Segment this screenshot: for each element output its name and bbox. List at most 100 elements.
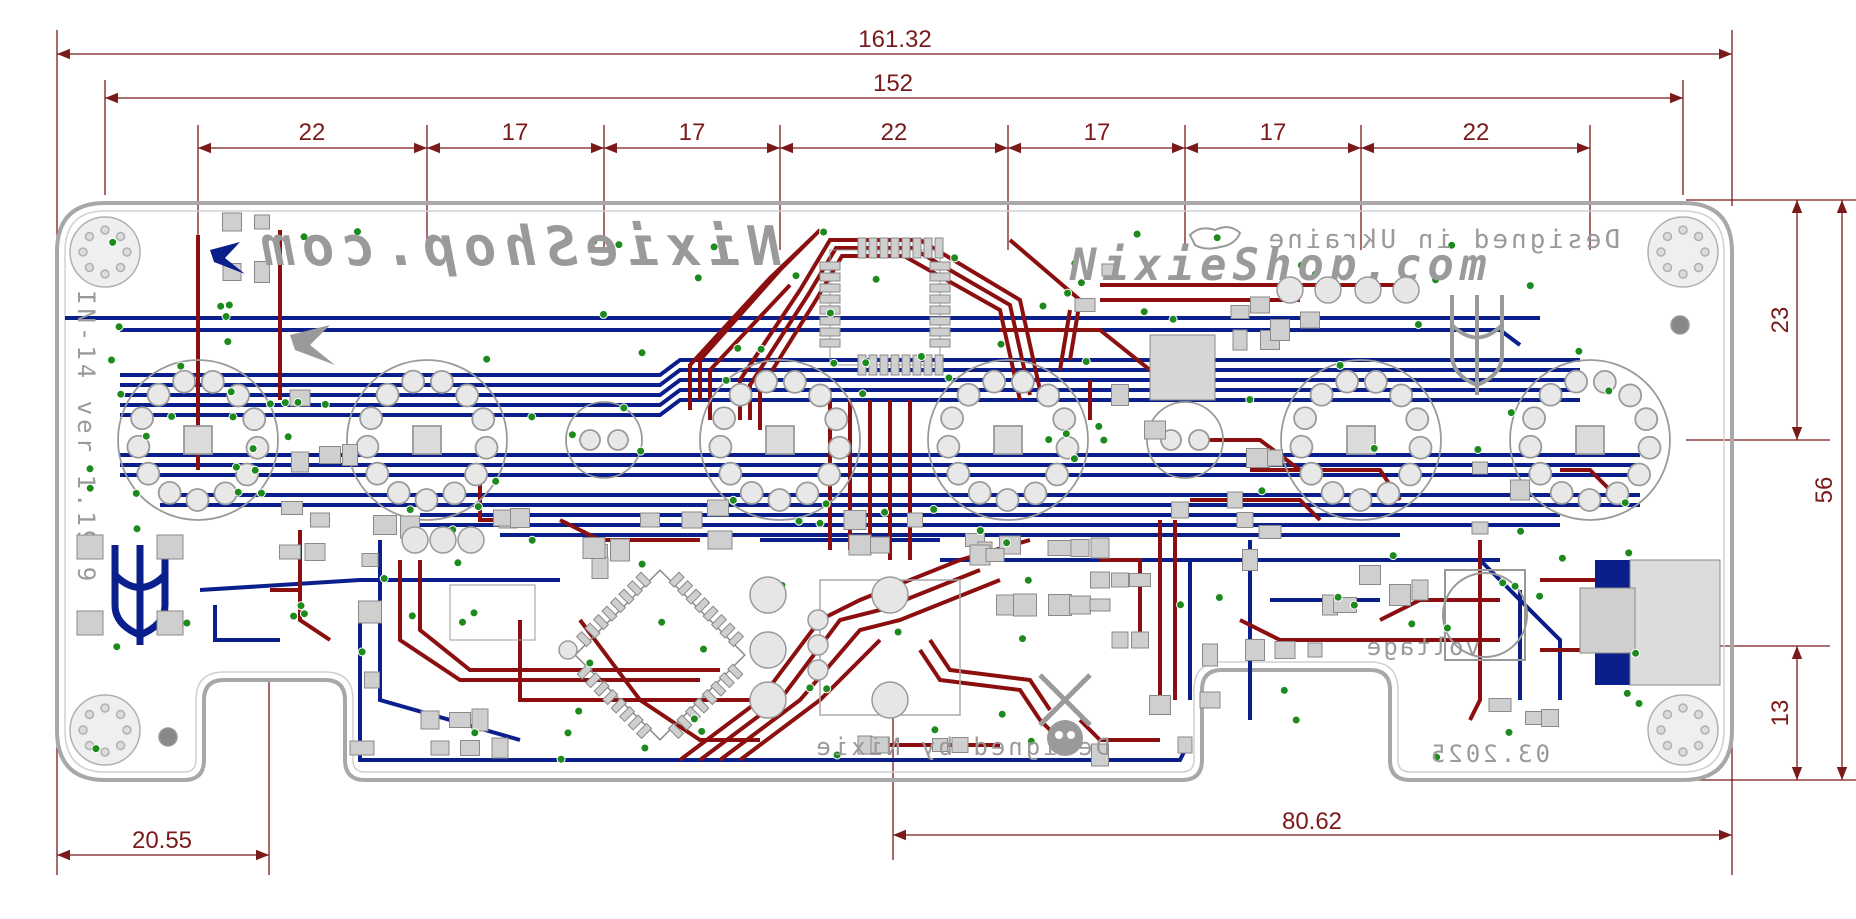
ic-pin — [819, 338, 841, 348]
via — [283, 432, 293, 442]
smd-pad — [1267, 449, 1283, 467]
via — [167, 412, 177, 421]
via — [1310, 269, 1320, 279]
ic-pin — [584, 622, 601, 639]
via — [1498, 578, 1508, 588]
ukraine-map-icon — [1188, 226, 1242, 250]
top-copper-traces — [196, 228, 1620, 762]
smd-pad — [1472, 461, 1488, 475]
via — [614, 240, 624, 250]
hole-via — [1678, 269, 1688, 279]
via — [1081, 357, 1091, 366]
via — [721, 375, 731, 385]
nixie-tube-icon — [927, 359, 1089, 521]
ic-pin — [934, 237, 944, 259]
ic-pin — [901, 237, 911, 259]
tube-pin — [185, 488, 210, 512]
smd-pad — [1250, 296, 1270, 314]
smd-pad — [1101, 263, 1119, 277]
board-outline — [55, 201, 1734, 782]
via — [1069, 454, 1079, 464]
tube-pin — [607, 429, 629, 451]
hole-via — [84, 262, 95, 273]
ic-pin — [819, 327, 841, 337]
hole-via — [115, 709, 126, 720]
via — [1388, 551, 1398, 561]
via — [1257, 486, 1267, 496]
hole-via — [100, 703, 110, 713]
hole-via — [1662, 262, 1673, 273]
tube-pin — [824, 407, 849, 432]
via — [182, 618, 192, 628]
ic-pin — [929, 316, 951, 326]
nixie-tube-icon — [346, 359, 508, 521]
tube-pin — [718, 461, 743, 486]
ic-pin — [592, 613, 610, 631]
smd-pad — [1090, 571, 1110, 589]
smd-pad — [1227, 491, 1243, 509]
smd-pad — [1488, 698, 1512, 712]
ic-pin — [857, 237, 867, 259]
tube-pin — [940, 406, 964, 431]
tube-center-pad — [183, 425, 213, 455]
smd-pads — [222, 212, 1559, 767]
smd-pad — [1242, 549, 1258, 571]
via — [893, 627, 903, 637]
dim-upper-height: 23 — [1767, 307, 1794, 334]
mounting-holes — [69, 216, 1719, 766]
hole-via — [100, 225, 110, 235]
tube-pin — [1522, 406, 1546, 431]
hole-via — [100, 269, 110, 279]
smd-pad — [430, 740, 450, 756]
via — [930, 725, 940, 735]
via — [265, 399, 275, 409]
ic-pin — [710, 613, 728, 631]
via — [637, 348, 647, 358]
through-hole-pads — [158, 276, 1690, 747]
via — [574, 706, 584, 716]
smd-pad — [1471, 521, 1489, 535]
ic-pin — [685, 588, 702, 605]
via — [1634, 699, 1644, 708]
smd-pad — [1144, 420, 1166, 440]
via — [1212, 233, 1222, 243]
hole-via — [115, 740, 126, 751]
tube-pin — [995, 488, 1020, 512]
smd-pad — [1131, 631, 1149, 649]
via — [1176, 600, 1185, 610]
smd-pad — [1232, 329, 1248, 351]
hole-via — [84, 231, 95, 242]
smd-pad — [349, 740, 375, 756]
tube-pin — [1398, 462, 1422, 487]
smd-pad — [1359, 565, 1381, 585]
via — [112, 642, 122, 652]
hole-via — [1678, 225, 1688, 235]
tube-pin — [474, 435, 499, 460]
tube-pin — [126, 434, 151, 459]
hole-via — [1662, 740, 1673, 751]
ic-pin — [609, 597, 627, 614]
via — [1413, 320, 1423, 329]
via — [589, 236, 599, 246]
via — [224, 300, 234, 310]
via — [821, 499, 831, 509]
tube-pin — [1577, 488, 1602, 512]
ic-pin — [718, 671, 735, 689]
smd-pad — [222, 212, 242, 232]
tube-pin — [754, 369, 779, 394]
ic-pin — [727, 663, 744, 680]
smd-pad — [582, 537, 606, 559]
tube-pin — [1335, 369, 1360, 394]
smd-pad — [681, 511, 703, 529]
smd-pad — [1129, 573, 1151, 587]
via — [880, 507, 890, 517]
via — [1168, 314, 1178, 324]
tube-pin — [1627, 462, 1651, 487]
via — [657, 617, 667, 627]
ic-pin — [890, 354, 900, 376]
via — [1510, 581, 1520, 591]
via — [231, 462, 241, 472]
ic-pin — [610, 697, 627, 714]
ic-pin — [929, 305, 951, 315]
hole-via — [1662, 709, 1673, 720]
